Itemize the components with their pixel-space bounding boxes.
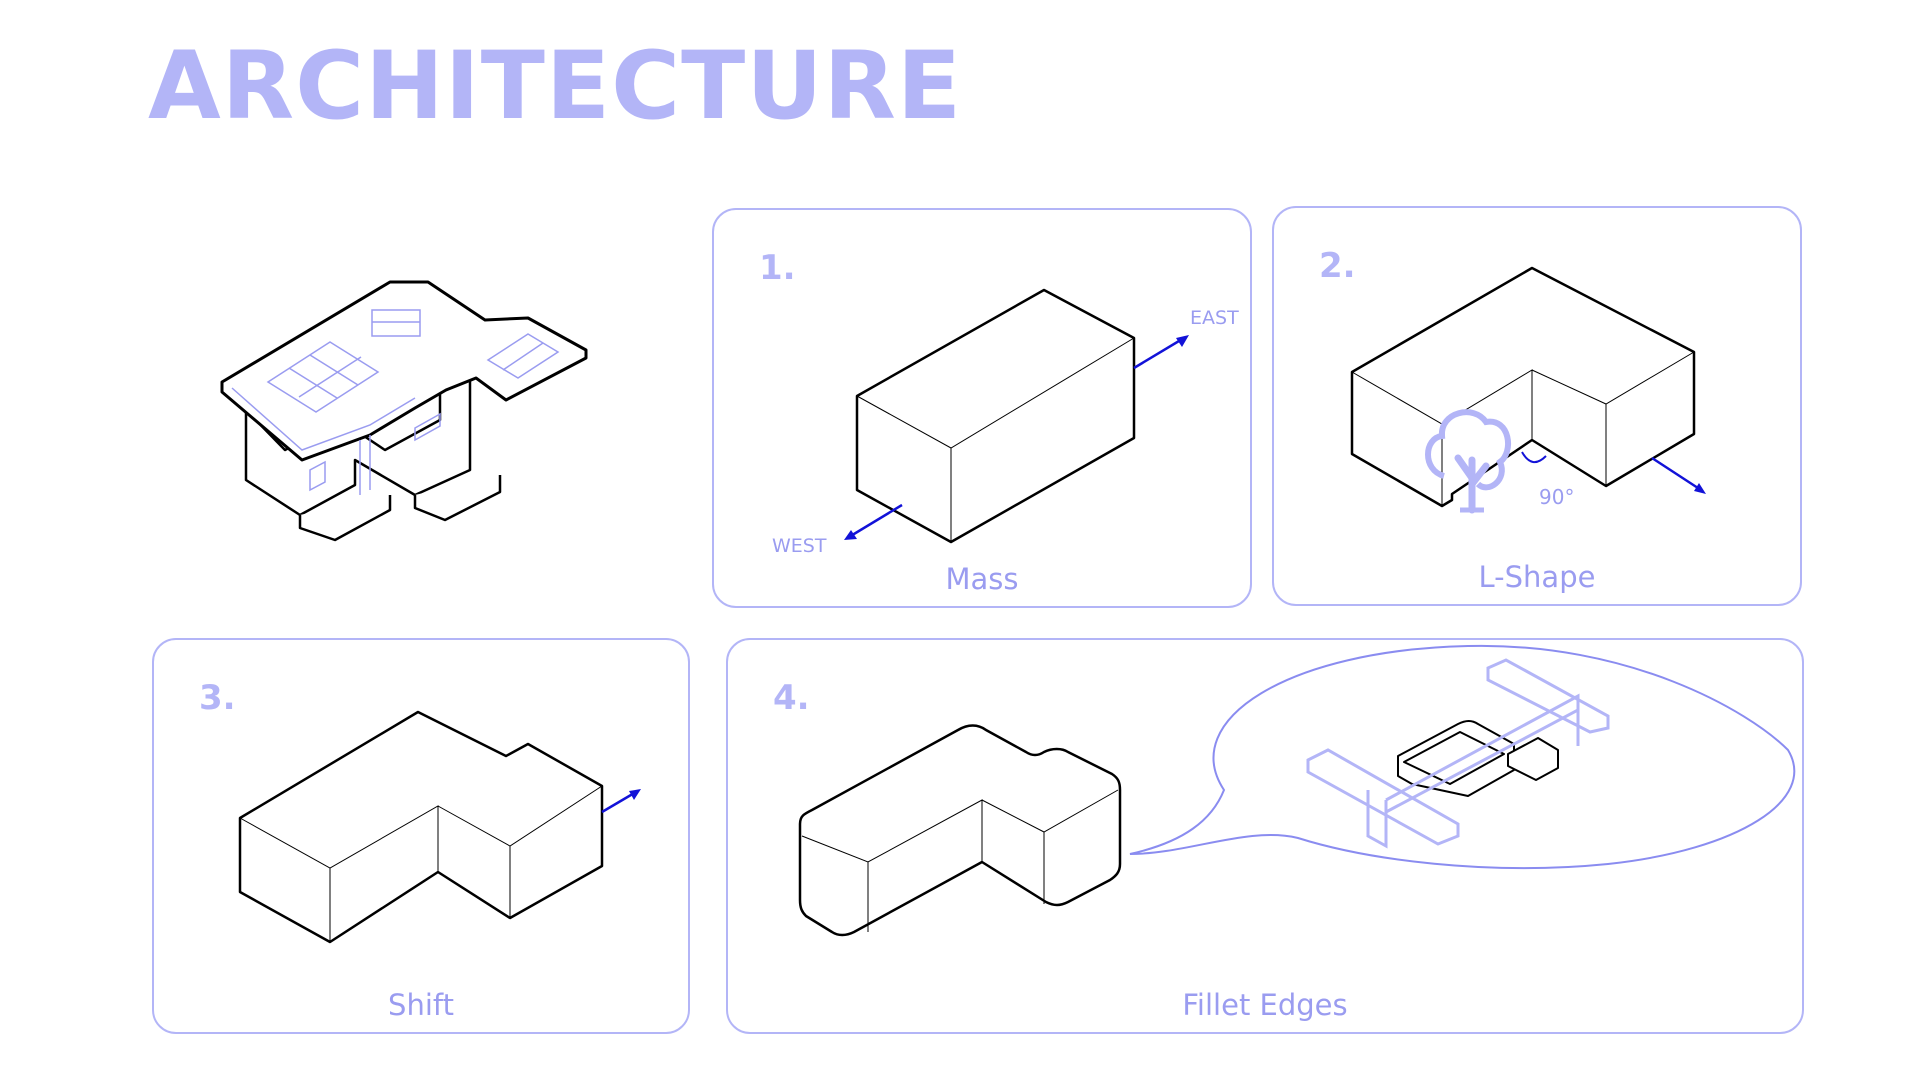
- panel-caption: Mass: [945, 562, 1019, 596]
- l-shape-drawing: 90°: [1350, 266, 1706, 514]
- east-label: EAST: [1190, 307, 1239, 329]
- panel-caption: Shift: [388, 988, 454, 1022]
- fillet-drawing: [798, 644, 1796, 937]
- panel-caption: Fillet Edges: [1182, 988, 1348, 1022]
- step-number: 2.: [1319, 246, 1356, 286]
- angle-label: 90°: [1539, 485, 1574, 509]
- step-number: 1.: [759, 248, 796, 288]
- mass-drawing: EAST WEST: [772, 288, 1239, 557]
- tree-icon: [1425, 409, 1511, 514]
- west-label: WEST: [772, 535, 827, 557]
- shift-drawing: [238, 710, 641, 944]
- panel-shift: 3. Shift: [152, 638, 690, 1034]
- page-title: ARCHITECTURE: [148, 32, 963, 141]
- step-number: 3.: [199, 678, 236, 718]
- panel-mass: 1. EAST WEST Mass: [712, 208, 1252, 608]
- house-drawing: [220, 280, 588, 542]
- panel-caption: L-Shape: [1478, 560, 1596, 594]
- house-illustration: [210, 270, 600, 542]
- panel-fillet-edges: 4. Fillet Edges: [726, 638, 1804, 1034]
- panel-l-shape: 2. 90° L-Shape: [1272, 206, 1802, 606]
- step-number: 4.: [773, 678, 810, 718]
